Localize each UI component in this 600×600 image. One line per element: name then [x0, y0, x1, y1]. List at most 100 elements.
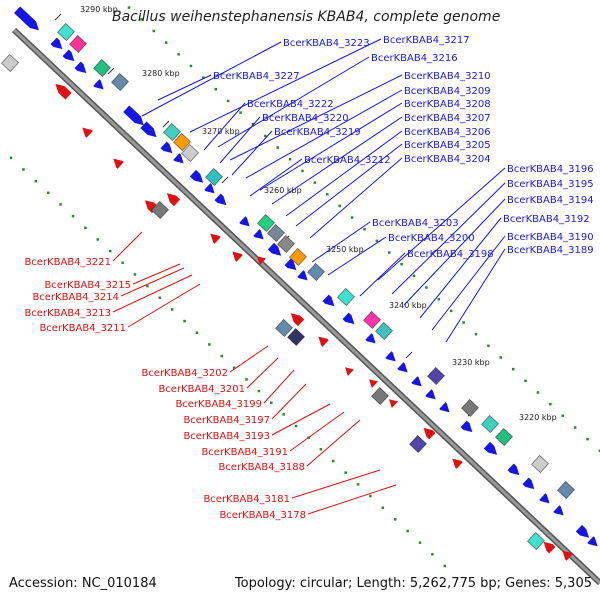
forward-label-leader — [311, 221, 371, 263]
feature-box — [371, 387, 389, 405]
gc-dot — [232, 366, 236, 369]
forward-gene-arrow — [425, 389, 436, 400]
forward-label-leader — [189, 38, 382, 133]
forward-gene-label: BcerKBAB4_3204 — [404, 154, 491, 165]
forward-gene-arrow — [239, 216, 250, 227]
forward-gene-arrow — [284, 258, 297, 271]
reverse-label-leader — [229, 345, 269, 373]
gc-dot — [133, 273, 137, 276]
reverse-label-leader — [263, 369, 295, 404]
forward-gene-arrow — [553, 505, 564, 516]
reverse-gene-label: BcerKBAB4_3193 — [183, 431, 270, 442]
reverse-gene-arrow — [290, 313, 305, 327]
forward-label-leader — [231, 130, 273, 176]
forward-label-leader — [403, 198, 506, 306]
forward-gene-arrow — [253, 229, 264, 240]
gc-dot — [536, 391, 540, 394]
feature-box — [495, 428, 513, 446]
gc-dot — [208, 343, 211, 346]
gc-dot — [474, 332, 478, 336]
gc-dot — [189, 64, 193, 68]
reverse-gene-label: BcerKBAB4_3213 — [24, 308, 111, 319]
forward-gene-label: BcerKBAB4_3194 — [507, 195, 594, 206]
forward-label-leader — [217, 56, 370, 148]
gc-dot — [369, 494, 372, 498]
gc-dot — [264, 134, 267, 138]
label-leader-lines — [112, 38, 506, 515]
forward-gene-arrow — [483, 441, 498, 455]
gc-dot — [356, 483, 360, 486]
gc-dot — [22, 168, 25, 171]
forward-label-leader — [431, 235, 506, 331]
forward-gene-arrow — [507, 463, 520, 476]
map-title: Bacillus weihenstephanensis KBAB4, compl… — [112, 9, 501, 25]
gc-dot — [158, 296, 162, 300]
feature-box — [289, 248, 307, 266]
forward-label-leader — [203, 102, 246, 151]
forward-label-leader — [419, 217, 502, 319]
accession-text: Accession: NC_010184 — [9, 576, 157, 591]
forward-gene-label: BcerKBAB4_3196 — [507, 164, 594, 175]
forward-gene-arrow — [93, 79, 104, 90]
gc-dot — [319, 448, 323, 451]
forward-gene-label: BcerKBAB4_3203 — [372, 218, 459, 229]
gc-dot — [195, 331, 199, 334]
feature-box — [173, 133, 191, 151]
gc-dot — [449, 309, 453, 313]
reverse-label-leader — [271, 403, 331, 436]
feature-box — [409, 435, 427, 453]
gc-dot — [270, 401, 273, 404]
forward-label-leader — [445, 248, 506, 343]
gc-dot — [499, 356, 503, 359]
forward-gene-arrow — [50, 37, 63, 50]
reverse-gene-label: BcerKBAB4_3215 — [44, 280, 131, 291]
reverse-gene-arrow — [166, 193, 181, 207]
gc-dot — [288, 157, 292, 161]
gc-dot — [437, 297, 441, 301]
gc-dot — [573, 426, 577, 429]
reverse-gene-label: BcerKBAB4_3214 — [32, 292, 119, 303]
gc-dot — [381, 506, 385, 509]
gc-dot — [549, 402, 552, 406]
feature-box — [557, 481, 575, 499]
reverse-gene-arrow — [369, 379, 378, 389]
forward-gene-arrow — [342, 312, 355, 325]
reverse-gene-arrow — [345, 367, 354, 377]
forward-gene-arrow — [439, 402, 450, 413]
gc-dot — [152, 29, 156, 33]
reverse-gene-arrow — [543, 541, 556, 554]
forward-gene-label: BcerKBAB4_3208 — [404, 99, 491, 110]
feature-box — [163, 123, 181, 141]
forward-gene-arrow — [539, 493, 550, 504]
scale-tick — [405, 351, 413, 359]
gc-dot — [393, 518, 397, 521]
scale-tick-label: 3230 kbp — [452, 358, 490, 367]
forward-gene-arrow — [397, 362, 408, 373]
scale-tick — [107, 67, 115, 75]
feature-box — [205, 168, 223, 186]
gc-dot — [164, 41, 168, 44]
forward-gene-label: BcerKBAB4_3217 — [383, 35, 470, 46]
gc-dot — [487, 344, 490, 348]
gc-dot — [202, 76, 205, 79]
feature-box — [257, 214, 275, 232]
forward-gene-label: BcerKBAB4_3205 — [404, 140, 491, 151]
feature-box — [527, 532, 545, 550]
feature-box — [363, 311, 381, 329]
gc-dot — [344, 471, 347, 474]
scale-tick-label: 3270 kbp — [202, 127, 240, 136]
gc-dot — [511, 367, 515, 371]
forward-label-leader — [377, 167, 506, 281]
reverse-label-leader — [112, 274, 193, 313]
forward-gene-arrow — [297, 270, 308, 281]
gc-dot — [84, 226, 87, 230]
gc-dot — [140, 18, 143, 21]
gc-skew-track — [9, 6, 600, 568]
gc-dot — [350, 216, 354, 219]
reverse-gene-label: BcerKBAB4_3178 — [219, 510, 306, 521]
gc-dot — [127, 6, 131, 9]
gc-dot — [9, 156, 13, 160]
forward-gene-label: BcerKBAB4_3219 — [274, 127, 361, 138]
